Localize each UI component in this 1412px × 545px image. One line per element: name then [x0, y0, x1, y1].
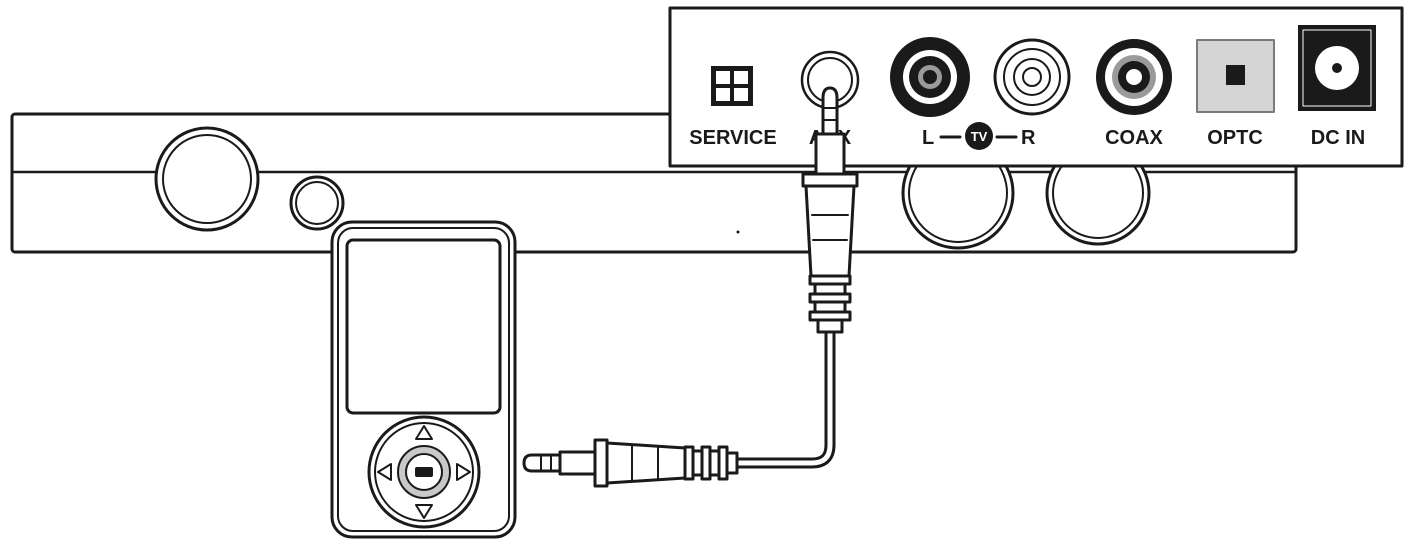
rear-panel: SERVICE AUX L TV R COAX OPTC DC IN	[668, 6, 1404, 168]
dc-in-label: DC IN	[1311, 127, 1365, 149]
optical-port	[1196, 39, 1275, 113]
optical-label: OPTC	[1207, 127, 1263, 149]
up-arrow-icon	[415, 425, 433, 440]
coax-label: COAX	[1105, 127, 1163, 149]
tv-left-rca-jack	[890, 37, 970, 117]
aux-plug-top	[801, 86, 859, 334]
tv-right-label: R	[1021, 127, 1036, 149]
soundbar-large-knob	[154, 126, 260, 232]
coax-jack	[1096, 39, 1172, 115]
media-player-screen	[345, 238, 502, 415]
dc-in-port	[1298, 25, 1376, 111]
soundbar-small-knob	[289, 175, 345, 231]
service-port-grid-icon	[711, 66, 753, 106]
aux-cable	[522, 86, 859, 488]
down-arrow-icon	[415, 504, 433, 519]
right-arrow-icon	[456, 463, 471, 481]
media-player	[330, 220, 517, 539]
dpad-icon	[367, 415, 481, 529]
tv-label: TV	[971, 129, 988, 144]
center-button-icon	[415, 467, 433, 477]
tv-left-label: L	[922, 127, 934, 149]
left-arrow-icon	[377, 463, 392, 481]
aux-plug-bottom	[522, 438, 739, 488]
tv-badge-icon: TV	[965, 122, 993, 150]
tv-right-rca-jack	[993, 38, 1071, 116]
service-label: SERVICE	[689, 127, 776, 149]
